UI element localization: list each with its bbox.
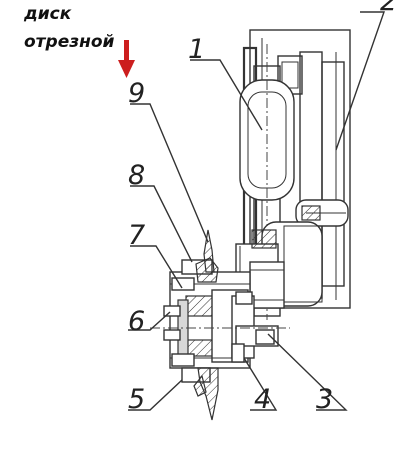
callout-4: 4	[254, 384, 271, 415]
shaft	[239, 44, 295, 320]
callout-5: 5	[128, 384, 145, 415]
callout-7: 7	[128, 220, 145, 251]
callout-6: 6	[128, 306, 145, 337]
callout-1: 1	[188, 34, 205, 65]
callout-3: 3	[316, 384, 333, 415]
caption-line2: отрезной	[24, 32, 115, 52]
caption-line1: диск	[24, 4, 72, 24]
callout-8: 8	[128, 160, 145, 191]
cutting-disc	[193, 229, 219, 421]
callout-2: 2	[380, 0, 397, 17]
callout-9: 9	[128, 78, 145, 109]
gear-housing	[235, 221, 323, 318]
leader-lines	[128, 11, 385, 411]
red-arrow-icon	[118, 40, 135, 78]
hub-assembly	[150, 271, 290, 369]
